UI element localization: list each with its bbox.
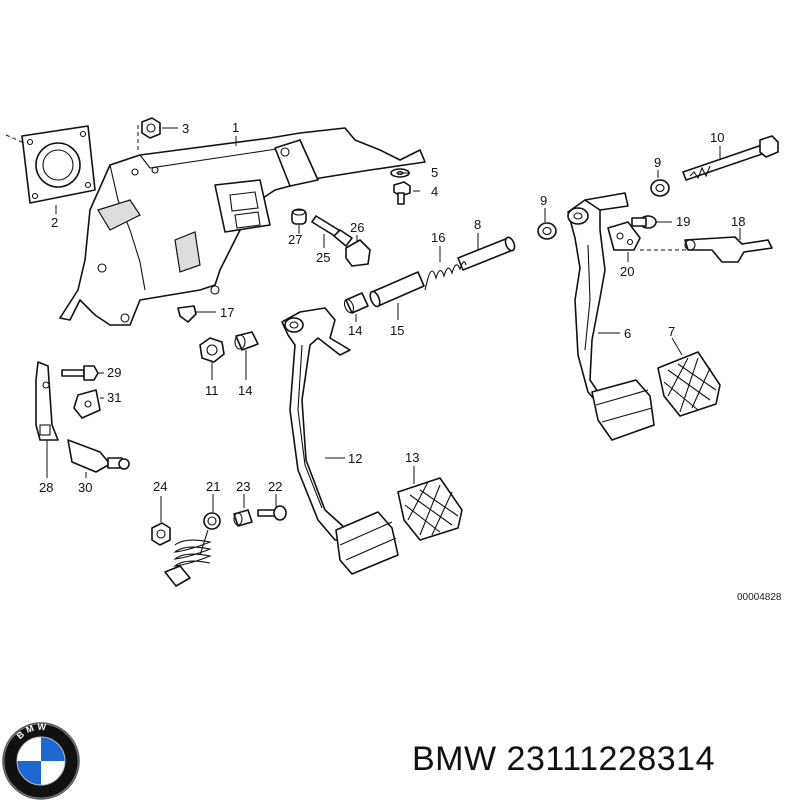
spring-rod-21-part — [164, 512, 221, 587]
bracket-28-part — [35, 361, 59, 441]
callout-26: 26 — [350, 220, 364, 235]
callout-20: 20 — [620, 264, 634, 279]
callout-31: 31 — [107, 390, 121, 405]
screw-22-part — [257, 505, 287, 521]
bmw-logo: BMW — [2, 722, 80, 800]
bushing-27-part — [291, 208, 307, 225]
callout-11: 11 — [205, 383, 219, 398]
gasket-plate-part — [5, 125, 96, 204]
callout-24: 24 — [153, 479, 167, 494]
callout-17: 17 — [220, 305, 234, 320]
bushing-14-lower-part — [234, 331, 259, 351]
callout-23: 23 — [236, 479, 250, 494]
callout-5: 5 — [431, 165, 438, 180]
callout-27: 27 — [288, 232, 302, 247]
callout-22: 22 — [268, 479, 282, 494]
callout-19: 19 — [676, 214, 690, 229]
callout-30: 30 — [78, 480, 92, 495]
callout-15: 15 — [390, 323, 404, 338]
bolt-10-part — [682, 135, 779, 181]
bushing-14-upper-part — [343, 292, 369, 314]
bracket-20-part — [607, 221, 641, 251]
nut-3-part — [137, 117, 161, 150]
callout-29: 29 — [107, 365, 121, 380]
brake-pedal-pad-holder-part — [335, 511, 399, 575]
callout-9-left: 9 — [540, 193, 547, 208]
callout-6: 6 — [624, 326, 631, 341]
spring-16-part — [424, 261, 467, 291]
callout-1: 1 — [232, 120, 239, 135]
clip-17-part — [177, 305, 197, 323]
callout-9-right: 9 — [654, 155, 661, 170]
clip-31-part — [73, 389, 101, 419]
bolt-4-part — [393, 181, 411, 205]
callout-13: 13 — [405, 450, 419, 465]
nut-24-part — [151, 522, 171, 546]
nut-11-part — [199, 337, 225, 363]
washer-9-left-part — [537, 222, 557, 240]
callout-28: 28 — [39, 480, 53, 495]
leader-lines — [46, 127, 741, 522]
linkage-18-part — [684, 236, 773, 263]
callout-2: 2 — [51, 215, 58, 230]
callout-18: 18 — [731, 214, 745, 229]
callout-12: 12 — [348, 451, 362, 466]
callout-16: 16 — [431, 230, 445, 245]
callout-3: 3 — [182, 121, 189, 136]
callout-25: 25 — [316, 250, 330, 265]
diagram-reference-number: 00004828 — [737, 592, 782, 603]
callout-labels: 1 2 3 4 5 6 7 8 9 9 10 11 12 13 14 14 15… — [39, 120, 745, 495]
brake-pad-13-part — [397, 477, 463, 541]
callout-8: 8 — [474, 217, 481, 232]
clutch-pad-7-part — [657, 351, 721, 417]
bushing-23-part — [233, 509, 253, 527]
callout-14-lower: 14 — [238, 383, 252, 398]
pin-25-part — [311, 215, 353, 247]
clutch-pedal-pad-holder-part — [591, 379, 655, 441]
cap-26-part — [345, 239, 371, 267]
screw-19-part — [631, 215, 657, 229]
part-number: 23111228314 — [506, 740, 716, 778]
clutch-pedal-arm-6-part — [567, 192, 629, 401]
brand-name: BMW — [412, 740, 497, 778]
callout-14-upper: 14 — [348, 323, 362, 338]
callout-21: 21 — [206, 479, 220, 494]
switch-30-part — [67, 439, 130, 473]
callout-7: 7 — [668, 324, 675, 339]
part-caption: BMW 23111228314 — [412, 740, 715, 779]
brake-pedal-arm-12-part — [281, 307, 351, 541]
pedal-bracket-part — [59, 127, 426, 326]
screw-29-part — [61, 365, 99, 381]
callout-4: 4 — [431, 184, 438, 199]
sleeve-8-part — [457, 236, 516, 271]
washer-9-right-part — [650, 179, 670, 197]
shaft-15-part — [369, 271, 425, 308]
callout-10: 10 — [710, 130, 724, 145]
